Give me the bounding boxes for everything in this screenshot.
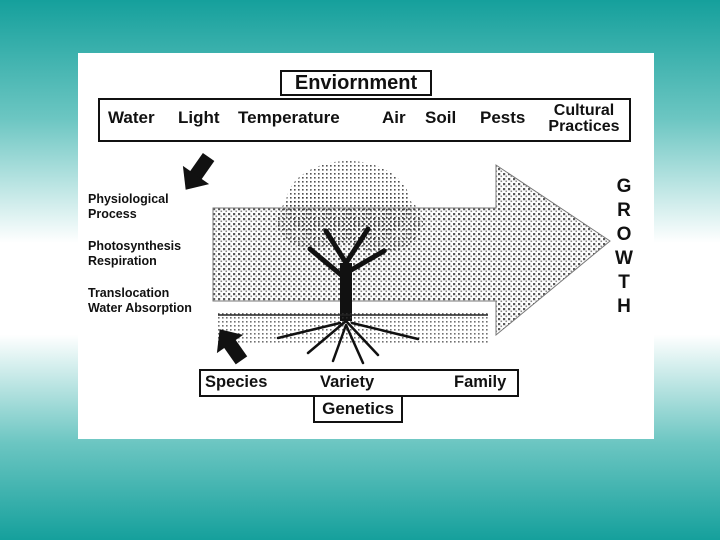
factor-air: Air — [382, 108, 406, 128]
environment-title: Enviornment — [280, 70, 432, 96]
growth-letter-h: H — [613, 296, 635, 318]
factor-temperature: Temperature — [238, 108, 340, 128]
genetics-family: Family — [454, 373, 506, 392]
growth-letter-w: W — [613, 248, 635, 270]
physiological-process-label: Physiological Process — [88, 192, 169, 222]
genetics-title: Genetics — [313, 397, 403, 423]
translocation-absorption-label: Translocation Water Absorption — [88, 286, 192, 316]
physiological-line-1: Physiological — [88, 192, 169, 207]
slide: Enviornment Water Light Temperature Air … — [78, 53, 654, 439]
cultural-line-1: Cultural — [538, 103, 630, 119]
growth-letter-o: O — [613, 224, 635, 246]
growth-letter-t: T — [613, 272, 635, 294]
photosynthesis-respiration-label: Photosynthesis Respiration — [88, 239, 181, 269]
factor-pests: Pests — [480, 108, 525, 128]
factor-soil: Soil — [425, 108, 456, 128]
translocation-line: Translocation — [88, 286, 192, 301]
genetics-variety: Variety — [320, 373, 374, 392]
factor-water: Water — [108, 108, 155, 128]
genetics-species: Species — [205, 373, 267, 392]
arrow-down-icon — [173, 148, 222, 199]
factor-light: Light — [178, 108, 220, 128]
growth-letter-r: R — [613, 200, 635, 222]
water-absorption-line: Water Absorption — [88, 301, 192, 316]
cultural-line-2: Practices — [538, 119, 630, 135]
respiration-line: Respiration — [88, 254, 181, 269]
growth-letter-g: G — [613, 176, 635, 198]
factor-cultural-practices: Cultural Practices — [538, 103, 630, 135]
growth-arrow-icon — [213, 165, 610, 335]
photosynthesis-line: Photosynthesis — [88, 239, 181, 254]
physiological-line-2: Process — [88, 207, 169, 222]
